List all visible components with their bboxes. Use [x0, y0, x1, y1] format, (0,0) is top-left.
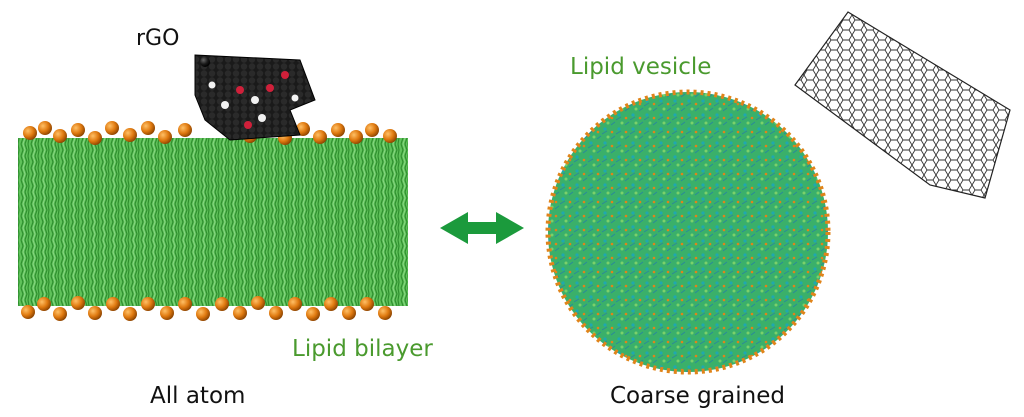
lipid-tails-region: [18, 138, 408, 306]
bottom-headgroup-layer: [21, 296, 392, 321]
double-headed-arrow-icon: [440, 212, 524, 244]
all-atom-label: All atom: [150, 383, 246, 409]
rgo-sheet: [194, 54, 316, 141]
coarse-grained-label: Coarse grained: [610, 383, 785, 409]
rgo-label: rGO: [136, 26, 180, 51]
lipid-vesicle-model: [545, 89, 831, 375]
lipid-bilayer-model: [18, 121, 408, 321]
lipid-bilayer-label: Lipid bilayer: [292, 336, 433, 362]
graphene-sheet: [794, 11, 1011, 199]
lipid-vesicle-label: Lipid vesicle: [570, 54, 712, 80]
vesicle-sphere: [548, 92, 828, 372]
vesicle-shell: [545, 89, 831, 375]
